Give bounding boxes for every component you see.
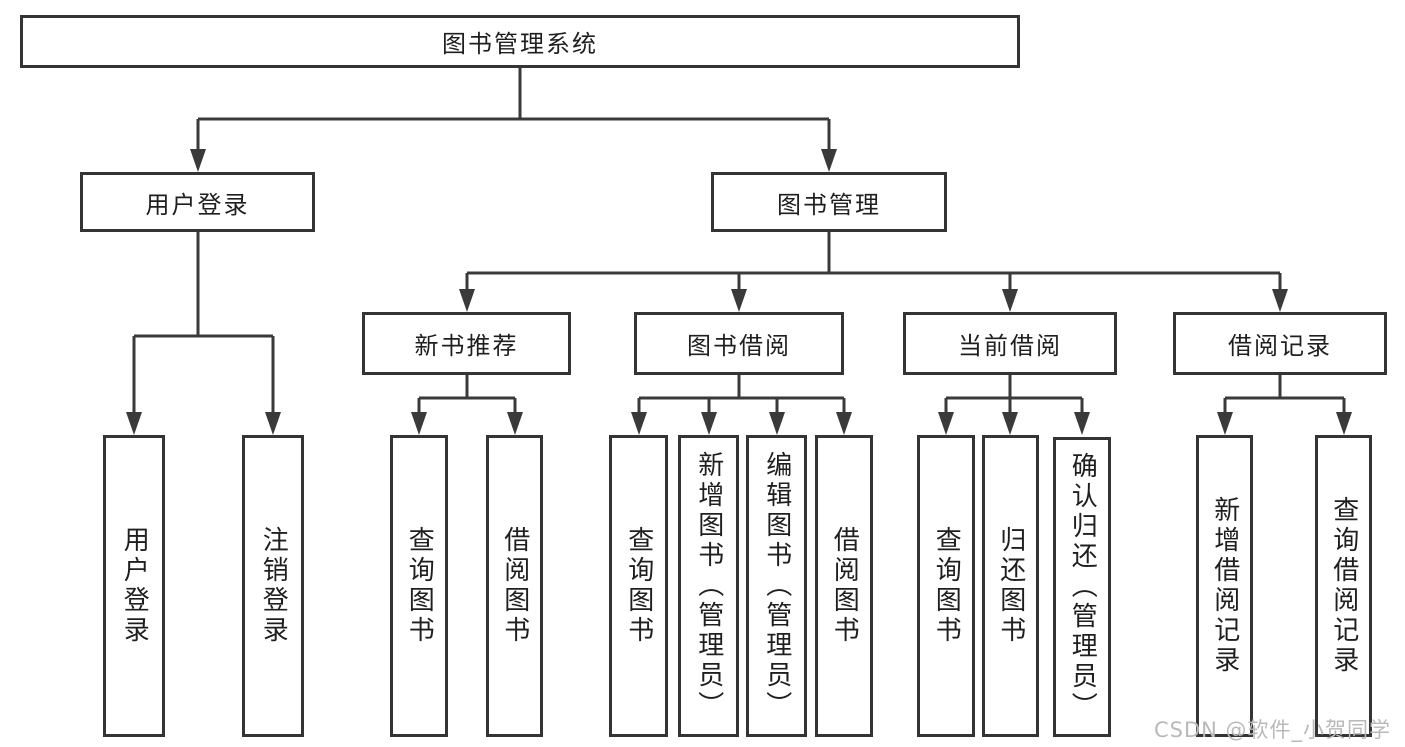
- arrowhead: [836, 412, 852, 435]
- node-borrowing-records: 借阅记录: [1173, 312, 1387, 375]
- arrowhead: [1002, 289, 1018, 312]
- node-query-borrow-record: 查询借阅记录: [1315, 435, 1372, 737]
- arrowhead: [821, 149, 837, 172]
- node-add-books-admin: 新增图书（管理员）: [678, 435, 739, 737]
- node-add-borrow-record: 新增借阅记录: [1196, 435, 1253, 737]
- node-current-borrowing: 当前借阅: [903, 312, 1117, 375]
- node-new-book-recommendation: 新书推荐: [362, 312, 571, 375]
- arrowhead: [459, 289, 475, 312]
- arrowhead: [631, 412, 647, 435]
- csdn-watermark: CSDN @软件_小贺同学: [1154, 718, 1392, 742]
- node-query-books-recommend: 查询图书: [390, 435, 448, 737]
- node-query-books-current: 查询图书: [917, 435, 975, 737]
- node-confirm-return-admin: 确认归还（管理员）: [1053, 437, 1111, 737]
- arrowhead: [1272, 289, 1288, 312]
- node-user-login-group: 用户登录: [80, 172, 315, 232]
- arrowhead: [1217, 412, 1233, 435]
- arrowhead: [265, 412, 281, 435]
- arrowhead: [1336, 412, 1352, 435]
- arrowhead: [1002, 412, 1018, 435]
- node-borrow-books-recommend: 借阅图书: [486, 435, 543, 737]
- node-book-borrowing: 图书借阅: [634, 312, 844, 375]
- arrowhead: [126, 412, 142, 435]
- node-borrow-books: 借阅图书: [815, 435, 873, 737]
- node-query-books-borrowing: 查询图书: [609, 435, 668, 737]
- node-root-library-management-system: 图书管理系统: [20, 15, 1020, 68]
- arrowhead: [1074, 412, 1090, 435]
- arrowhead: [190, 149, 206, 172]
- arrowhead: [701, 412, 717, 435]
- arrowhead: [411, 412, 427, 435]
- node-user-login: 用户登录: [103, 435, 165, 737]
- arrowhead: [731, 289, 747, 312]
- node-edit-books-admin: 编辑图书（管理员）: [746, 435, 807, 737]
- node-book-management: 图书管理: [711, 172, 947, 232]
- node-return-books: 归还图书: [982, 435, 1039, 737]
- arrowhead: [769, 412, 785, 435]
- node-logout: 注销登录: [242, 435, 304, 737]
- arrowhead: [938, 412, 954, 435]
- arrowhead: [507, 412, 523, 435]
